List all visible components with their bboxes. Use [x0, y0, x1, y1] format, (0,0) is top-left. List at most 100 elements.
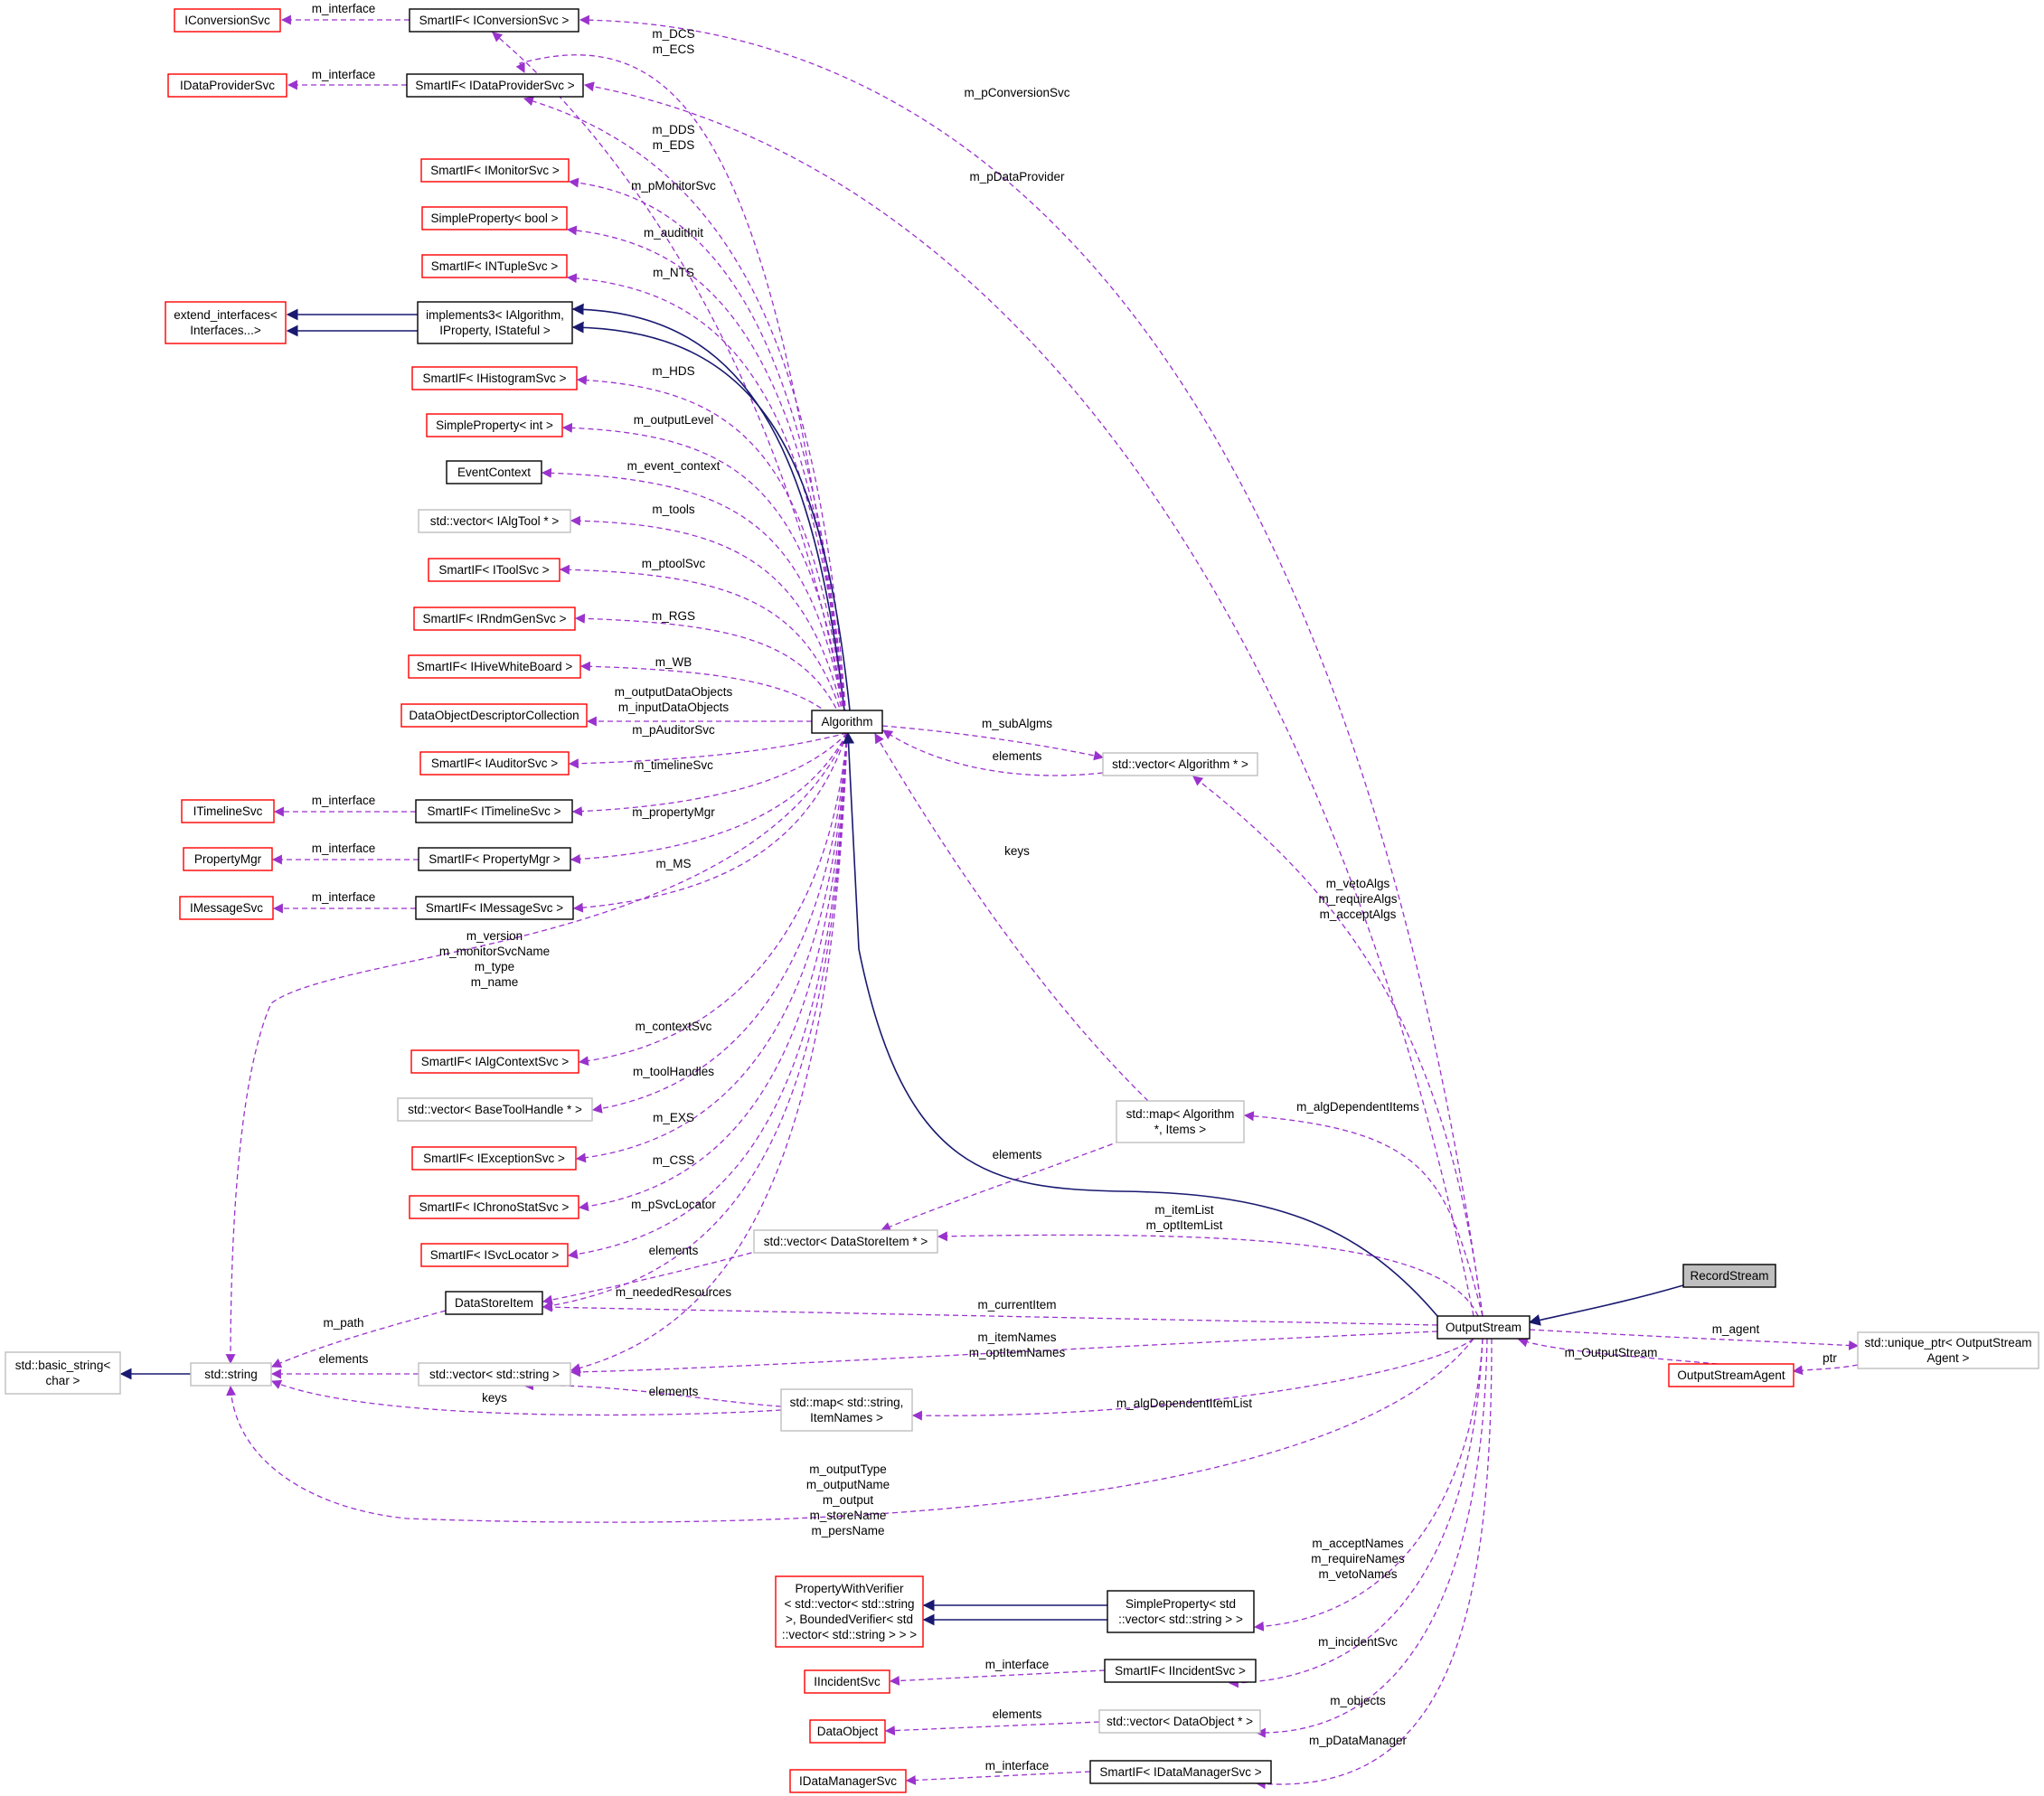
edge-label-line: m_agent	[1712, 1322, 1760, 1336]
class-node-box	[411, 1146, 577, 1171]
class-node-box	[408, 654, 581, 679]
usage-edge	[515, 54, 848, 734]
class-node-smartif-irndmgensvc[interactable]: SmartIF< IRndmGenSvc >	[413, 607, 576, 631]
usage-edge	[566, 273, 848, 734]
class-node-box	[446, 460, 542, 484]
class-node-vector-datastoreitem[interactable]: std::vector< DataStoreItem * >	[753, 1229, 938, 1254]
class-node-vector-string[interactable]: std::vector< std::string >	[418, 1362, 571, 1387]
inheritance-edge	[1528, 1284, 1684, 1326]
class-node-recordstream[interactable]: RecordStream	[1682, 1264, 1776, 1288]
class-node-smartif-imonitorsvc[interactable]: SmartIF< IMonitorSvc >	[420, 158, 570, 183]
edge-label-line: m_version	[466, 929, 523, 943]
edge-label-m-MS: m_MS	[655, 857, 691, 870]
class-node-idataprovidersvc[interactable]: IDataProviderSvc	[167, 73, 287, 98]
usage-edge	[1192, 776, 1484, 1317]
class-node-outputstream[interactable]: OutputStream	[1436, 1315, 1531, 1340]
class-node-box	[1107, 1590, 1255, 1633]
class-node-itimelinesvc[interactable]: ITimelineSvc	[181, 799, 275, 823]
class-node-map-algorithm-items[interactable]: std::map< Algorithm*, Items >	[1116, 1100, 1245, 1143]
class-node-label-line: >, BoundedVerifier< std	[786, 1613, 913, 1626]
class-node-box	[753, 1229, 938, 1254]
class-node-smartif-intuplesvc[interactable]: SmartIF< INTupleSvc >	[421, 254, 568, 278]
usage-edge	[1243, 1111, 1484, 1317]
class-node-vector-algorithm[interactable]: std::vector< Algorithm * >	[1102, 752, 1258, 776]
class-node-label: SmartIF< IAuditorSvc >	[431, 757, 558, 770]
class-node-box	[1098, 1709, 1261, 1734]
class-node-algorithm[interactable]: Algorithm	[811, 710, 883, 734]
class-node-simpleproperty-vector-string[interactable]: SimpleProperty< std::vector< std::string…	[1107, 1590, 1255, 1633]
class-node-smartif-ihivewhiteboard[interactable]: SmartIF< IHiveWhiteBoard >	[408, 654, 581, 679]
class-node-smartif-imessagesvc[interactable]: SmartIF< IMessageSvc >	[415, 896, 574, 920]
class-node-vector-dataobject[interactable]: std::vector< DataObject * >	[1098, 1709, 1261, 1734]
usage-edge	[579, 14, 1484, 1317]
class-node-dataobject[interactable]: DataObject	[809, 1719, 886, 1744]
class-node-iconversionsvc[interactable]: IConversionSvc	[174, 8, 281, 33]
class-node-smartif-idatamanagersvc[interactable]: SmartIF< IDataManagerSvc >	[1089, 1760, 1272, 1784]
class-node-label-line: DataStoreItem	[455, 1296, 533, 1310]
class-node-label: std::vector< Algorithm * >	[1112, 757, 1248, 771]
edge-label-m-path: m_path	[323, 1316, 363, 1330]
class-node-smartif-propertymgr[interactable]: SmartIF< PropertyMgr >	[418, 847, 571, 871]
class-node-propertywithverifier[interactable]: PropertyWithVerifier< std::vector< std::…	[775, 1575, 924, 1648]
class-node-box	[809, 1719, 886, 1744]
usage-edge	[578, 732, 848, 1212]
class-node-vector-ialgtool[interactable]: std::vector< IAlgTool * >	[418, 509, 571, 533]
class-node-smartif-iincidentsvc[interactable]: SmartIF< IIncidentSvc >	[1104, 1659, 1257, 1683]
class-node-box	[780, 1388, 913, 1432]
class-node-smartif-itoolsvc[interactable]: SmartIF< IToolSvc >	[428, 558, 560, 582]
class-node-eventcontext[interactable]: EventContext	[446, 460, 542, 484]
class-node-smartif-itimelinesvc[interactable]: SmartIF< ITimelineSvc >	[415, 799, 573, 823]
class-node-smartif-ichronostatsvc[interactable]: SmartIF< IChronoStatSvc >	[409, 1195, 579, 1219]
usage-edge	[523, 1380, 782, 1407]
class-node-iincidentsvc[interactable]: IIncidentSvc	[804, 1669, 890, 1694]
class-node-box	[420, 1243, 569, 1267]
edge-label-m-RGS: m_RGS	[652, 609, 695, 623]
edge-label-line: elements	[993, 1148, 1042, 1161]
edge-label-m-pDataManager: m_pDataManager	[1309, 1734, 1408, 1747]
usage-edge	[574, 613, 848, 734]
class-node-propertymgr[interactable]: PropertyMgr	[183, 847, 273, 871]
class-node-simpleproperty-bool[interactable]: SimpleProperty< bool >	[421, 206, 568, 230]
class-node-label-line: Algorithm	[821, 715, 872, 729]
edge-label-m-propertyMgr: m_propertyMgr	[632, 805, 715, 819]
class-node-smartif-ihistogramsvc[interactable]: SmartIF< IHistogramSvc >	[411, 366, 578, 390]
class-node-smartif-ialgcontextsvc[interactable]: SmartIF< IAlgContextSvc >	[410, 1049, 579, 1074]
class-node-box	[167, 73, 287, 98]
usage-edge	[1253, 1338, 1484, 1631]
class-node-outputstreamagent[interactable]: OutputStreamAgent	[1668, 1363, 1794, 1387]
edge-label-line: m_objects	[1330, 1694, 1386, 1707]
class-node-implements3[interactable]: implements3< IAlgorithm,IProperty, IStat…	[417, 301, 573, 344]
class-node-label-line: SmartIF< ISvcLocator >	[430, 1248, 560, 1262]
class-node-smartif-idataprovidersvc[interactable]: SmartIF< IDataProviderSvc >	[406, 73, 584, 98]
usage-edge	[570, 732, 848, 1373]
class-node-label-line: EventContext	[457, 465, 531, 479]
class-node-label-line: SmartIF< IMessageSvc >	[426, 901, 563, 915]
edge-label-elements-dobj: elements	[993, 1707, 1042, 1721]
class-node-vector-basetoolhandle[interactable]: std::vector< BaseToolHandle * >	[397, 1097, 593, 1122]
class-node-imessagesvc[interactable]: IMessageSvc	[179, 896, 274, 920]
class-node-basic-string[interactable]: std::basic_string<char >	[5, 1351, 121, 1395]
usage-edge	[572, 732, 848, 913]
class-node-label: OutputStreamAgent	[1677, 1368, 1785, 1382]
edge-label-line: m_requireNames	[1311, 1552, 1405, 1566]
class-node-smartif-isvclocator[interactable]: SmartIF< ISvcLocator >	[420, 1243, 569, 1267]
class-node-label: ITimelineSvc	[193, 804, 263, 818]
class-node-smartif-iauditorsvc[interactable]: SmartIF< IAuditorSvc >	[419, 751, 570, 776]
class-node-idatamanagersvc[interactable]: IDataManagerSvc	[789, 1769, 907, 1793]
class-node-simpleproperty-int[interactable]: SimpleProperty< int >	[426, 413, 563, 437]
class-node-box	[1682, 1264, 1776, 1288]
class-node-label-line: SmartIF< IIncidentSvc >	[1115, 1664, 1246, 1678]
class-node-std-string[interactable]: std::string	[190, 1362, 272, 1387]
class-node-dataobjectdescriptorcollection[interactable]: DataObjectDescriptorCollection	[400, 703, 588, 728]
class-node-map-string-itemnames[interactable]: std::map< std::string,ItemNames >	[780, 1388, 913, 1432]
usage-edge	[882, 729, 1104, 776]
class-node-datastoreitem[interactable]: DataStoreItem	[445, 1291, 543, 1315]
class-node-smartif-iexceptionsvc[interactable]: SmartIF< IExceptionSvc >	[411, 1146, 577, 1171]
class-node-extend-interfaces[interactable]: extend_interfaces<Interfaces...>	[165, 301, 287, 344]
class-node-smartif-iconversionsvc[interactable]: SmartIF< IConversionSvc >	[409, 8, 579, 33]
edge-label-line: m_name	[471, 975, 519, 989]
